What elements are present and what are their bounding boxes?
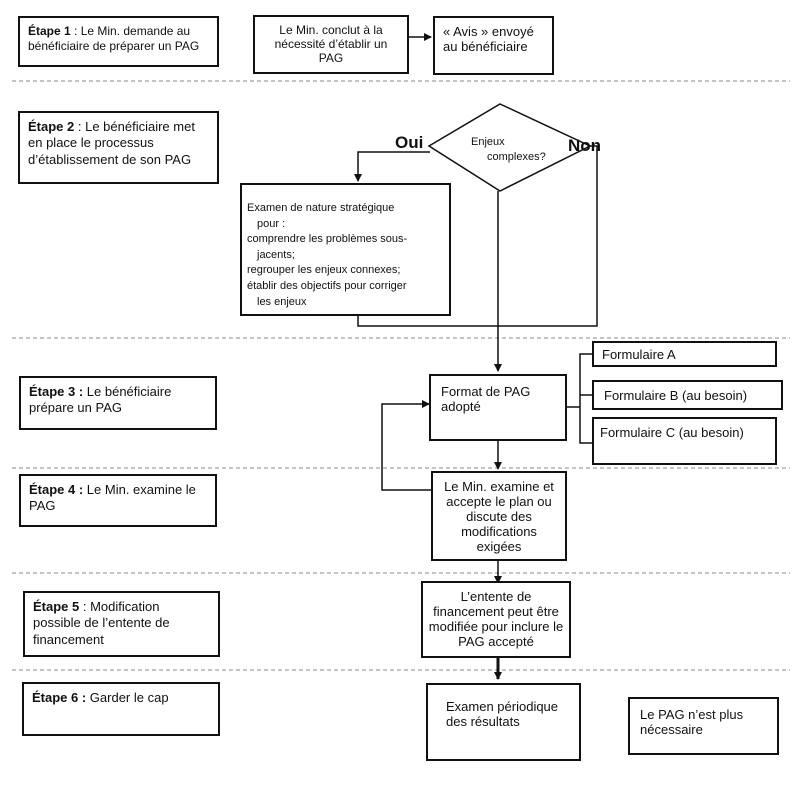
step-3-label: Étape 3 :: [29, 384, 84, 399]
strategic-review-item-3-cont: les enjeux: [257, 295, 307, 308]
decision-line-1: Enjeux: [471, 136, 505, 148]
step-6-box: Étape 6 : Garder le cap: [22, 682, 220, 736]
line-examen-merge: [357, 316, 498, 327]
arrow-oui: [354, 151, 430, 182]
decision-diamond: [427, 103, 592, 192]
oui-label: Oui: [395, 133, 424, 152]
strategic-review-item-3: établir des objectifs pour corriger: [247, 280, 407, 293]
step-2-text: : Le bénéficiaire met en place le proces…: [28, 119, 195, 167]
step-4-label: Étape 4 :: [29, 482, 84, 497]
strategic-review-item-2: regrouper les enjeux connexes;: [247, 264, 401, 277]
step-1-text: : Le Min. demande au bénéficiaire de pré…: [28, 24, 200, 53]
avis-box: « Avis » envoyé au bénéficiaire: [433, 16, 554, 75]
form-c-box: Formulaire C (au besoin): [592, 417, 777, 465]
examine-text: Le Min. examine et accepte le plan ou di…: [444, 479, 554, 554]
strategic-review-item-1: comprendre les problèmes sous-: [247, 233, 408, 246]
step-1-box: Étape 1 : Le Min. demande au bénéficiair…: [18, 16, 219, 67]
non-label: Non: [568, 136, 602, 155]
step-6-label: Étape 6 :: [32, 690, 87, 705]
step-4-text: Le Min. examine le PAG: [29, 482, 196, 514]
form-c-text: Formulaire C (au besoin): [600, 425, 744, 440]
form-a-text: Formulaire A: [602, 347, 676, 362]
strategic-review-item-1-cont: jacents;: [257, 248, 295, 261]
step-3-box: Étape 3 : Le bénéficiaire prépare un PAG: [19, 376, 217, 430]
step-4-box: Étape 4 : Le Min. examine le PAG: [19, 474, 217, 527]
strategic-review-title: Examen de nature stratégique: [247, 202, 395, 214]
step-3-text: Le bénéficiaire prépare un PAG: [29, 384, 172, 416]
step-5-label: Étape 5: [33, 599, 80, 614]
entente-text: L’entente de financement peut être modif…: [428, 589, 564, 649]
no-longer-needed-text: Le PAG n’est plus nécessaire: [640, 707, 744, 737]
conclusion-text: Le Min. conclut à la nécessité d’établir…: [274, 23, 388, 65]
format-text: Format de PAG adopté: [441, 384, 531, 414]
examine-box: Le Min. examine et accepte le plan ou di…: [431, 471, 567, 561]
conclusion-box: Le Min. conclut à la nécessité d’établir…: [253, 15, 409, 74]
strategic-review-pour: pour :: [257, 217, 286, 230]
step-5-text: : Modification possible de l’entente de …: [33, 599, 170, 647]
periodic-review-text: Examen périodique des résultats: [446, 699, 559, 729]
form-b-box: Formulaire B (au besoin): [592, 380, 783, 410]
no-longer-needed-box: Le PAG n’est plus nécessaire: [628, 697, 779, 755]
step-2-box: Étape 2 : Le bénéficiaire met en place l…: [18, 111, 219, 184]
step-1-label: Étape 1: [28, 24, 71, 38]
arrow-feedback-loop: [381, 400, 431, 491]
line-non: [498, 145, 598, 327]
form-a-box: Formulaire A: [592, 341, 777, 367]
avis-text: « Avis » envoyé au bénéficiaire: [443, 24, 534, 54]
decision-line-2: complexes?: [487, 151, 546, 163]
periodic-review-box: Examen périodique des résultats: [426, 683, 581, 761]
step-5-box: Étape 5 : Modification possible de l’ent…: [23, 591, 220, 657]
strategic-review-box: Examen de nature stratégique pour : comp…: [240, 183, 451, 316]
bracket-forms: [579, 353, 592, 444]
form-b-text: Formulaire B (au besoin): [604, 388, 748, 403]
stage-separators: [12, 80, 790, 671]
step-6-text: Garder le cap: [86, 690, 169, 705]
entente-box: L’entente de financement peut être modif…: [421, 581, 571, 658]
format-box: Format de PAG adopté: [429, 374, 567, 441]
step-2-label: Étape 2: [28, 119, 75, 134]
